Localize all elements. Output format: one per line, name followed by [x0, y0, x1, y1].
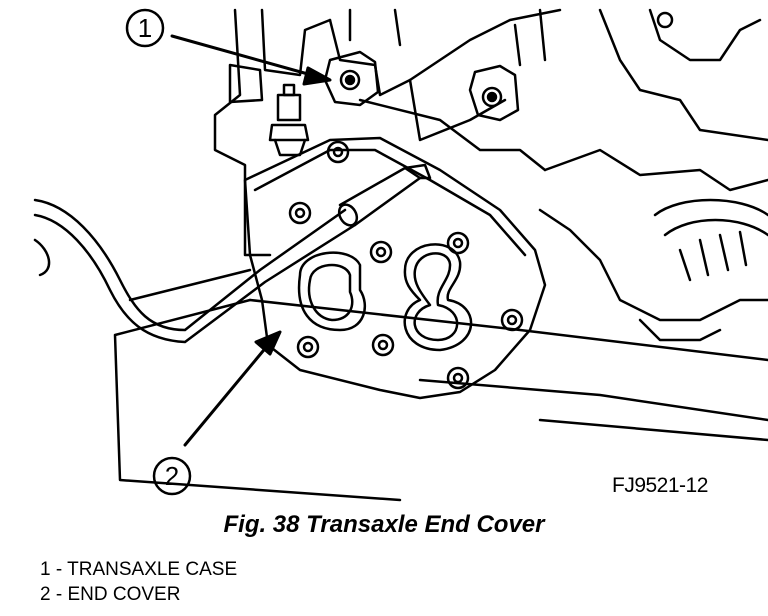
- callout-1: 1: [125, 8, 165, 48]
- callout-2-number: 2: [165, 461, 179, 491]
- figure-id-code: FJ9521-12: [612, 474, 708, 497]
- callout-2-arrowhead: [254, 330, 282, 356]
- callout-1-leader: [170, 34, 317, 78]
- legend: 1 - TRANSAXLE CASE 2 - END COVER: [40, 557, 237, 607]
- callout-2: 2: [152, 456, 192, 496]
- legend-separator: -: [50, 559, 68, 580]
- transaxle-case: [213, 8, 768, 342]
- end-cover: [243, 136, 547, 400]
- legend-number: 1: [40, 559, 51, 580]
- legend-number: 2: [40, 584, 51, 605]
- callout-1-arrowhead: [302, 66, 332, 86]
- callout-2-leader: [183, 343, 270, 447]
- ground-plane: [113, 268, 768, 502]
- vent-fitting: [268, 83, 310, 157]
- legend-item: 2 - END COVER: [40, 582, 237, 607]
- mounting-boss: [323, 50, 520, 122]
- legend-separator: -: [50, 584, 68, 605]
- figure-caption: Fig. 38 Transaxle End Cover: [223, 511, 545, 538]
- callout-1-number: 1: [138, 13, 152, 43]
- leader-lines: [170, 34, 332, 447]
- cover-bolt: [288, 140, 524, 390]
- legend-label: TRANSAXLE CASE: [67, 559, 238, 580]
- cooler-line: [33, 163, 432, 344]
- legend-item: 1 - TRANSAXLE CASE: [40, 557, 237, 582]
- transaxle-end-cover-illustration: 1 2: [33, 8, 768, 502]
- legend-label: END COVER: [67, 584, 181, 605]
